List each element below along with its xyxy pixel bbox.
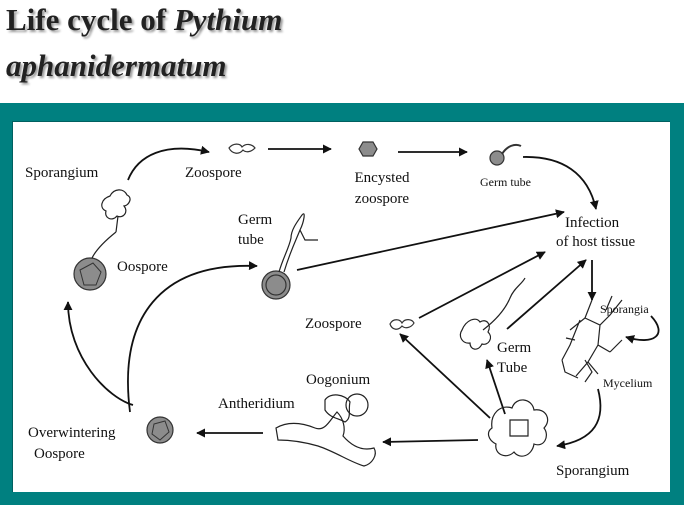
page-title-line2: aphanidermatum bbox=[6, 48, 227, 83]
arrow-curl-to-sporangia bbox=[625, 315, 660, 344]
label-sporangia: Sporangia bbox=[600, 302, 649, 316]
oogonium-circle bbox=[345, 393, 369, 417]
arrow-mycelium-to-sporangium bbox=[556, 388, 602, 450]
germ-tube-left-shape bbox=[278, 213, 318, 273]
label-encysted-line1: Encysted bbox=[354, 170, 410, 186]
label-germ-tube-mid: Germ Tube bbox=[497, 340, 531, 377]
label-infection: Infection of host tissue bbox=[556, 215, 635, 251]
label-oogonium: Oogonium bbox=[306, 372, 371, 388]
sporangium-bottom-shape bbox=[487, 399, 549, 457]
arrow-germ-tube-to-infection bbox=[522, 156, 599, 210]
label-germ-tube-mid-line1: Germ bbox=[497, 340, 532, 356]
germ-tube-mid-shape bbox=[482, 277, 526, 331]
arrow-germ-tube-mid-to-infection bbox=[506, 259, 587, 330]
antheridium-shape bbox=[275, 411, 376, 467]
label-encysted-zoospore: Encysted zoospore bbox=[342, 170, 422, 208]
label-zoospore-top: Zoospore bbox=[185, 165, 242, 181]
oospore-shape bbox=[73, 257, 107, 291]
sporangium-mid-left-shape bbox=[459, 318, 492, 350]
zoospore-mid-shape bbox=[389, 319, 415, 330]
sporangium-top-shape bbox=[91, 189, 131, 259]
label-sporangium-top: Sporangium bbox=[25, 165, 99, 181]
title-genus: Pythium bbox=[173, 2, 283, 37]
mycelium-shape bbox=[561, 295, 623, 383]
arrow-sporangium-to-oogonium bbox=[382, 437, 479, 447]
arrow-sporangium-to-zoospore-mid bbox=[399, 333, 491, 419]
label-infection-line1: Infection bbox=[565, 215, 620, 231]
label-overwintering-line1: Overwintering bbox=[28, 425, 116, 441]
label-germ-tube-top: Germ tube bbox=[480, 175, 531, 189]
label-germ-tube-mid-line2: Tube bbox=[497, 360, 528, 376]
title-prefix: Life cycle of bbox=[6, 2, 174, 37]
label-encysted-line2: zoospore bbox=[354, 191, 410, 207]
label-germ-tube-left: Germ tube bbox=[238, 212, 272, 249]
label-antheridium: Antheridium bbox=[218, 396, 295, 412]
overwintering-oospore-shape bbox=[146, 416, 174, 444]
label-overwintering-oospore: Overwintering Oospore bbox=[28, 425, 115, 463]
arrow-overwintering-to-oospore bbox=[63, 301, 134, 406]
label-overwintering-line2: Oospore bbox=[34, 446, 85, 462]
label-zoospore-mid: Zoospore bbox=[305, 316, 362, 332]
diagram-panel bbox=[12, 121, 670, 492]
page-title-line1: Life cycle of Pythium bbox=[6, 2, 282, 38]
arrow-sporangium-to-zoospore bbox=[127, 145, 210, 181]
label-sporangium-bottom: Sporangium bbox=[556, 463, 630, 479]
label-oospore: Oospore bbox=[117, 259, 168, 275]
oogonium-shape bbox=[324, 394, 351, 423]
label-infection-line2: of host tissue bbox=[556, 234, 636, 250]
zoospore-top-shape bbox=[228, 143, 256, 154]
arrow-zoospore-mid-to-infection bbox=[418, 251, 546, 319]
germinating-cyst-shape bbox=[489, 150, 505, 166]
label-mycelium: Mycelium bbox=[603, 376, 653, 390]
arrow-oospore-germ-tube-to-infection bbox=[296, 209, 565, 271]
label-germ-tube-left-line1: Germ bbox=[238, 212, 273, 228]
encysted-zoospore-shape bbox=[358, 141, 378, 157]
arrow-overwintering-to-germ-tube bbox=[127, 261, 258, 413]
germ-tube-top-shape bbox=[501, 143, 522, 155]
label-germ-tube-left-line2: tube bbox=[238, 232, 264, 248]
arrow-sporangium-to-germ-tube-mid bbox=[485, 359, 506, 415]
